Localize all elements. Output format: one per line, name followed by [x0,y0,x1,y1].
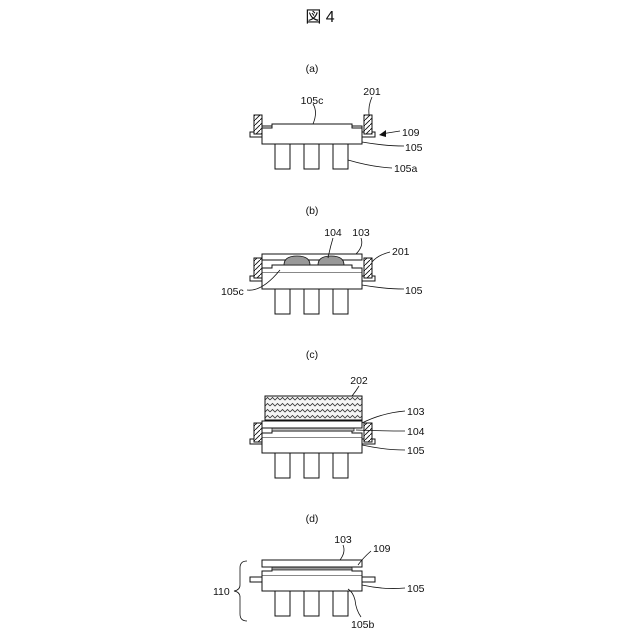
panel-d-caption: (d) [306,513,319,525]
hatched-member [364,423,372,442]
label-202: 202 [350,375,368,387]
brace-110 [234,561,247,621]
cover-plate [262,560,362,567]
leader-line [348,589,361,617]
stage-block [262,437,362,453]
leader-line [356,238,362,254]
leader-line [362,445,405,450]
leader-line [358,551,371,565]
leg [275,590,290,616]
label-105: 105 [405,142,423,154]
panel-a-caption: (a) [306,63,319,75]
leg [333,590,348,616]
label-105c: 105c [221,286,244,298]
leader-line [362,142,404,146]
label-103: 103 [352,227,370,239]
label-105b: 105b [351,619,375,631]
leader-line [356,430,405,431]
hatched-member [254,423,262,442]
arrow-head [379,130,386,137]
label-201: 201 [363,86,381,98]
leader-line [362,285,404,289]
panel-b-caption: (b) [306,205,319,217]
label-109: 109 [373,543,391,555]
label-201: 201 [392,246,410,258]
leg [275,288,290,314]
leader-line [362,585,405,589]
stage-block [262,575,362,591]
hatched-member [364,115,372,134]
panel-a: (a) 105c 201 109 105 105a [250,63,423,175]
cover-plate [262,421,362,428]
leg [304,288,319,314]
label-104: 104 [407,426,425,438]
frame-flange [250,577,262,582]
leg [275,452,290,478]
label-105: 105 [407,583,425,595]
leader-line [340,545,344,560]
label-109: 109 [402,127,420,139]
leg [304,452,319,478]
leg [275,143,290,169]
figure-title: 図 4 [305,9,334,26]
leader-line [313,104,316,124]
leader-line [372,252,390,262]
leg [304,143,319,169]
panel-b: (b) 104 103 201 105c 105 [221,205,423,314]
label-105a: 105a [394,163,418,175]
leg [333,143,348,169]
hatched-member [254,258,262,278]
panel-c-caption: (c) [306,349,318,361]
label-105: 105 [405,285,423,297]
hatched-member [364,258,372,278]
panel-c: (c) 202 103 104 105 [250,349,425,478]
label-103: 103 [407,406,425,418]
raised-area [262,265,362,272]
label-105: 105 [407,445,425,457]
raised-area [262,431,362,437]
label-105c: 105c [301,95,324,107]
leader-line [348,160,392,168]
stage-block [262,272,362,289]
frame-flange [362,577,375,582]
leg [333,288,348,314]
leg [333,452,348,478]
label-110: 110 [213,586,230,598]
label-103: 103 [334,534,352,546]
hatched-member [254,115,262,134]
panel-d: (d) 103 109 110 105 105b [213,513,425,631]
leader-line [352,386,359,396]
press-tool [265,396,362,420]
leader-line [362,411,405,423]
leg [304,590,319,616]
raised-area [262,124,362,132]
cover-plate [262,254,362,260]
label-104: 104 [324,227,342,239]
leader-line [369,97,372,115]
